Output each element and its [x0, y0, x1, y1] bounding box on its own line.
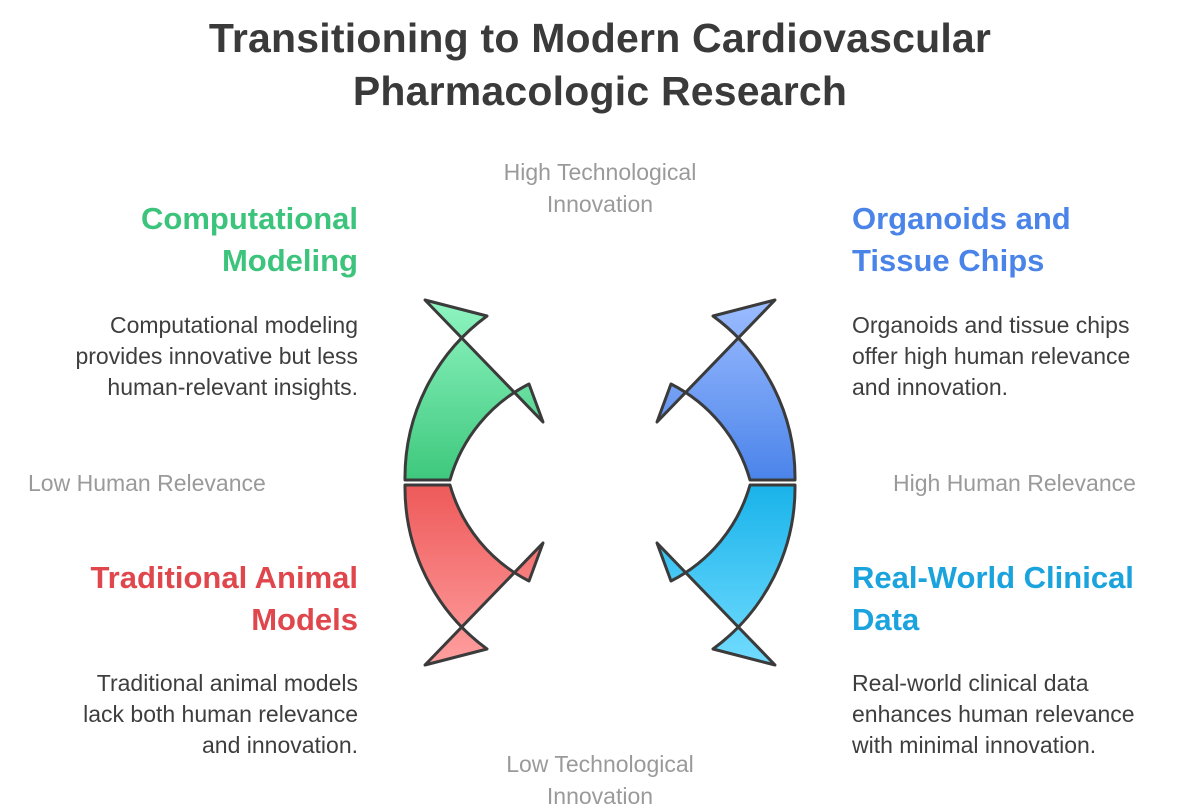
desc-line: with minimal innovation. — [852, 732, 1097, 758]
title-line: Computational — [141, 201, 358, 236]
axis-top-line-2: Innovation — [546, 191, 654, 217]
axis-label-top: High Technological Innovation — [400, 156, 800, 220]
animal-models-description: Traditional animal models lack both huma… — [83, 668, 358, 761]
desc-line: human-relevant insights. — [107, 374, 358, 400]
clinical-data-title: Real-World Clinical Data — [852, 557, 1134, 641]
axis-label-right: High Human Relevance — [893, 470, 1136, 496]
clinical-data-segment — [655, 483, 797, 667]
desc-line: Computational modeling — [109, 312, 358, 338]
title-line: Organoids and — [852, 201, 1071, 236]
organoids-description: Organoids and tissue chips offer high hu… — [852, 310, 1130, 403]
desc-line: enhances human relevance — [852, 701, 1135, 727]
organoids-segment — [655, 298, 797, 482]
desc-line: and innovation. — [852, 374, 1009, 400]
title-line: Models — [251, 602, 358, 637]
animal-models-title: Traditional Animal Models — [90, 557, 358, 641]
title-line: Tissue Chips — [852, 243, 1045, 278]
organoids-title: Organoids and Tissue Chips — [852, 198, 1071, 282]
desc-line: Real-world clinical data — [852, 670, 1089, 696]
title-line: Traditional Animal — [90, 560, 358, 595]
axis-bottom-line-1: Low Technological — [506, 751, 694, 777]
clinical-data-description: Real-world clinical data enhances human … — [852, 668, 1135, 761]
desc-line: provides innovative but less — [75, 343, 358, 369]
axis-top-line-1: High Technological — [503, 159, 697, 185]
desc-line: offer high human relevance — [852, 343, 1131, 369]
title-line: Modeling — [221, 243, 358, 278]
diagram-title: Transitioning to Modern Cardiovascular P… — [0, 12, 1200, 118]
axis-label-left: Low Human Relevance — [28, 470, 266, 496]
desc-line: lack both human relevance — [83, 701, 358, 727]
computational-modeling-title: Computational Modeling — [141, 198, 358, 282]
computational-modeling-description: Computational modeling provides innovati… — [75, 310, 358, 403]
title-line-2: Pharmacologic Research — [352, 68, 848, 114]
axis-bottom-line-2: Innovation — [546, 783, 654, 809]
desc-line: and innovation. — [201, 732, 358, 758]
title-line: Real-World Clinical — [852, 560, 1134, 595]
desc-line: Organoids and tissue chips — [852, 312, 1130, 338]
computational-modeling-segment — [403, 298, 545, 482]
quadrant-ring-diagram — [403, 298, 797, 667]
animal-models-segment — [403, 483, 545, 667]
title-line-1: Transitioning to Modern Cardiovascular — [208, 15, 992, 61]
desc-line: Traditional animal models — [96, 670, 358, 696]
title-line: Data — [852, 602, 920, 637]
axis-label-bottom: Low Technological Innovation — [400, 748, 800, 812]
